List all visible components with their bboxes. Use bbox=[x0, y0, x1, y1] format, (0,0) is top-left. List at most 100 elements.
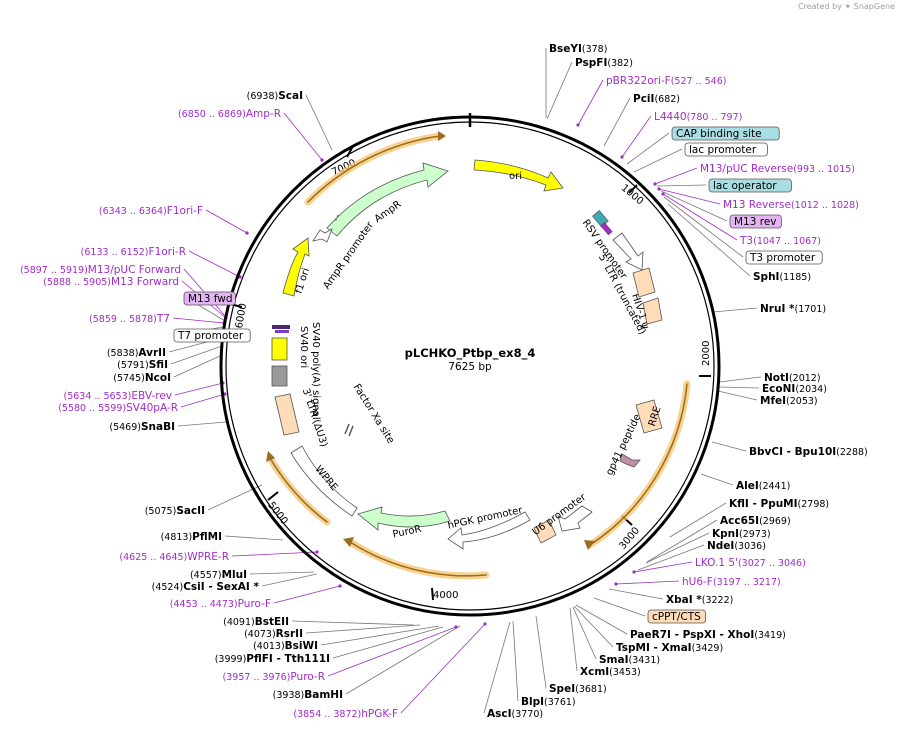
label-econi[interactable]: EcoNI(2034) bbox=[762, 383, 827, 395]
svg-text:(4625 .. 4645)WPRE-R: (4625 .. 4645)WPRE-R bbox=[119, 551, 229, 563]
label-pcii[interactable]: PciI(682) bbox=[633, 93, 680, 105]
label-t3p[interactable]: T3 promoter bbox=[745, 250, 823, 265]
label-bsiwi[interactable]: (4013)BsiWI bbox=[253, 640, 318, 652]
connector-tspmi bbox=[573, 605, 614, 648]
label-wprer[interactable]: (4625 .. 4645)WPRE-R bbox=[119, 551, 229, 563]
label-sv40par[interactable]: (5580 .. 5599)SV40pA-R bbox=[58, 402, 178, 414]
label-nrui[interactable]: NruI *(1701) bbox=[760, 303, 826, 315]
label-purof[interactable]: (4453 .. 4473)Puro-F bbox=[170, 598, 271, 610]
primer-mark-f1orif bbox=[245, 231, 249, 235]
label-blpi[interactable]: BlpI(3761) bbox=[521, 696, 576, 708]
label-snabi[interactable]: (5469)SnaBI bbox=[109, 421, 175, 433]
label-m13rev[interactable]: M13 Reverse(1012 .. 1028) bbox=[723, 199, 859, 211]
svg-text:PspFI(382): PspFI(382) bbox=[575, 57, 633, 69]
label-bbvci[interactable]: BbvCI - Bpu10I(2288) bbox=[749, 446, 868, 458]
label-puror[interactable]: (3957 .. 3976)Puro-R bbox=[223, 671, 325, 683]
label-t7[interactable]: (5859 .. 5878)T7 bbox=[89, 313, 170, 325]
label-t3-name: T3 bbox=[739, 235, 753, 247]
label-lacop[interactable]: lac operator bbox=[708, 178, 792, 193]
svg-text:(5745)NcoI: (5745)NcoI bbox=[113, 372, 171, 384]
svg-text:(5580 .. 5599)SV40pA-R: (5580 .. 5599)SV40pA-R bbox=[58, 402, 178, 414]
label-spei[interactable]: SpeI(3681) bbox=[549, 683, 607, 695]
label-f1orif[interactable]: (6343 .. 6364)F1ori-F bbox=[99, 205, 203, 217]
label-bamhi[interactable]: (3938)BamHI bbox=[273, 689, 343, 701]
label-m13revbox[interactable]: M13 rev bbox=[729, 214, 782, 229]
connector-pflmi bbox=[224, 535, 284, 541]
feature-ampr bbox=[326, 162, 449, 237]
svg-text:hU6-F(3197 .. 3217): hU6-F(3197 .. 3217) bbox=[682, 576, 781, 588]
label-lko1[interactable]: LKO.1 5'(3027 .. 3046) bbox=[695, 557, 806, 569]
label-ndei[interactable]: NdeI(3036) bbox=[707, 540, 766, 552]
svg-text:(4524)CsiI - SexAI *: (4524)CsiI - SexAI * bbox=[152, 581, 260, 593]
label-ncoi[interactable]: (5745)NcoI bbox=[113, 372, 171, 384]
label-kfli[interactable]: KflI - PpuMI(2798) bbox=[729, 498, 829, 510]
label-bsteii[interactable]: (4091)BstEII bbox=[223, 616, 289, 628]
label-m13pucr-name: M13/pUC Reverse bbox=[700, 163, 793, 175]
label-scai[interactable]: (6938)ScaI bbox=[247, 90, 303, 102]
label-sphi-pos: (1185) bbox=[779, 272, 811, 283]
label-sv40par-name: SV40pA-R bbox=[126, 402, 178, 414]
svg-text:NruI *(1701): NruI *(1701) bbox=[760, 303, 826, 315]
label-avrii[interactable]: (5838)AvrII bbox=[107, 347, 166, 359]
label-sphi[interactable]: SphI(1185) bbox=[753, 271, 811, 283]
label-asci[interactable]: AscI(3770) bbox=[487, 708, 543, 720]
label-t7p[interactable]: T7 promoter bbox=[173, 328, 251, 343]
label-lacp1[interactable]: lac promoter bbox=[684, 142, 768, 157]
label-sfii[interactable]: (5791)SfiI bbox=[117, 359, 168, 371]
label-cppt[interactable]: cPPT/CTS bbox=[647, 609, 706, 624]
label-f1orir[interactable]: (6133 .. 6152)F1ori-R bbox=[81, 246, 186, 258]
plasmid-length: 7625 bp bbox=[448, 361, 492, 373]
label-pspfi[interactable]: PspFI(382) bbox=[575, 57, 633, 69]
label-kpni[interactable]: KpnI(2973) bbox=[712, 528, 771, 540]
label-m13fwd[interactable]: (5888 .. 5905)M13 Forward bbox=[43, 276, 179, 288]
label-paer7i[interactable]: PaeR7I - PspXI - XhoI(3419) bbox=[630, 629, 786, 641]
label-bsteii-pos: (4091) bbox=[223, 617, 255, 628]
label-hpgkf-pos: (3854 .. 3872) bbox=[293, 709, 361, 720]
primer-mark-pbr322 bbox=[576, 123, 580, 127]
svg-text:T3(1047 .. 1067): T3(1047 .. 1067) bbox=[739, 235, 821, 247]
label-smai[interactable]: SmaI(3431) bbox=[599, 654, 660, 666]
label-acc65i[interactable]: Acc65I(2969) bbox=[720, 515, 791, 527]
label-m13pucr[interactable]: M13/pUC Reverse(993 .. 1015) bbox=[700, 163, 855, 175]
label-rsrii[interactable]: (4073)RsrII bbox=[244, 628, 303, 640]
label-alei[interactable]: AleI(2441) bbox=[736, 480, 790, 492]
label-tspmi[interactable]: TspMI - XmaI(3429) bbox=[616, 642, 723, 654]
tick-2000: 2000 bbox=[701, 341, 712, 366]
connector-xbai bbox=[608, 588, 664, 600]
label-xcmi[interactable]: XcmI(3453) bbox=[580, 666, 641, 678]
connector-csii bbox=[261, 573, 318, 587]
label-t3[interactable]: T3(1047 .. 1067) bbox=[739, 235, 821, 247]
connector-nrui bbox=[712, 307, 758, 313]
label-tspmi-pos: (3429) bbox=[692, 643, 724, 654]
label-m13fwdbox[interactable]: M13 fwd bbox=[183, 291, 236, 306]
label-noti[interactable]: NotI(2012) bbox=[764, 372, 821, 384]
connector-m13pucr bbox=[654, 167, 698, 185]
label-pbr322[interactable]: pBR322ori-F(527 .. 546) bbox=[606, 75, 726, 87]
label-f1orir-name: F1ori-R bbox=[149, 246, 186, 258]
label-xbai[interactable]: XbaI *(3222) bbox=[666, 594, 733, 606]
label-pflfi[interactable]: (3999)PflFI - Tth111I bbox=[215, 653, 330, 665]
feature-gp41-label: gp41 peptide bbox=[604, 413, 643, 478]
svg-text:(5859 .. 5878)T7: (5859 .. 5878)T7 bbox=[89, 313, 170, 325]
label-spei-name: SpeI bbox=[549, 683, 575, 695]
label-ampr_r[interactable]: (6850 .. 6869)Amp-R bbox=[178, 108, 281, 120]
label-pflmi[interactable]: (4813)PflMI bbox=[161, 531, 222, 543]
sv40-marker-b bbox=[275, 330, 289, 333]
label-bseyi[interactable]: BseYI(378) bbox=[549, 43, 607, 55]
label-m13pucf[interactable]: (5897 .. 5919)M13/pUC Forward bbox=[20, 264, 181, 276]
label-mlui[interactable]: (4557)MluI bbox=[190, 569, 247, 581]
label-hpgkf[interactable]: (3854 .. 3872)hPGK-F bbox=[293, 708, 398, 720]
label-sacii[interactable]: (5075)SacII bbox=[145, 505, 205, 517]
label-hu6f[interactable]: hU6-F(3197 .. 3217) bbox=[682, 576, 781, 588]
connector-ncoi bbox=[173, 354, 223, 378]
label-ebvrev[interactable]: (5634 .. 5653)EBV-rev bbox=[64, 390, 173, 402]
label-l4440[interactable]: L4440(780 .. 797) bbox=[654, 111, 742, 123]
label-csii[interactable]: (4524)CsiI - SexAI * bbox=[152, 581, 260, 593]
label-cap[interactable]: CAP binding site bbox=[671, 126, 780, 141]
label-bsiwi-pos: (4013) bbox=[253, 641, 285, 652]
label-mfei[interactable]: MfeI(2053) bbox=[760, 395, 818, 407]
connector-f1orir bbox=[188, 250, 241, 278]
label-pbr322-name: pBR322ori-F bbox=[606, 75, 671, 87]
label-snabi-name: SnaBI bbox=[141, 421, 175, 433]
